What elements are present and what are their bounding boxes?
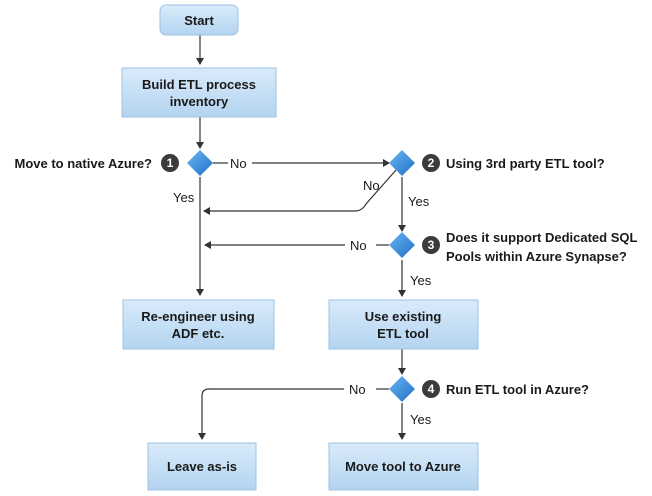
decision-3-question-line1: Does it support Dedicated SQL [446, 230, 637, 245]
d3-no-label: No [350, 238, 367, 253]
reengineer-label-line1: Re-engineer using [141, 309, 254, 324]
decision-3-diamond [389, 232, 415, 258]
decision-4-number: 4 [428, 382, 435, 396]
use-existing-node: Use existing ETL tool [328, 299, 479, 350]
start-box [159, 4, 239, 36]
leave-box [147, 442, 257, 491]
decision-4: 4 Run ETL tool in Azure? [389, 376, 589, 402]
decision-4-badge [422, 380, 440, 398]
decision-3-badge [422, 236, 440, 254]
decision-1: 1 Move to native Azure? [15, 150, 213, 176]
leave-label: Leave as-is [167, 459, 237, 474]
build-inventory-node: Build ETL process inventory [121, 67, 277, 118]
move-tool-node: Move tool to Azure [328, 442, 479, 491]
start-node: Start [159, 4, 239, 36]
decision-1-diamond [187, 150, 213, 176]
use-existing-label-line2: ETL tool [377, 326, 429, 341]
d2-yes-label: Yes [408, 194, 430, 209]
decision-3: 3 Does it support Dedicated SQL Pools wi… [389, 230, 637, 264]
decision-1-number: 1 [167, 156, 174, 170]
decision-3-number: 3 [428, 238, 435, 252]
start-label: Start [184, 13, 214, 28]
decision-2-question: Using 3rd party ETL tool? [446, 156, 605, 171]
build-inventory-box [121, 67, 277, 118]
decision-3-question-line2: Pools within Azure Synapse? [446, 249, 627, 264]
move-tool-label: Move tool to Azure [345, 459, 461, 474]
reengineer-node: Re-engineer using ADF etc. [122, 299, 275, 350]
edge-labels: No Yes No Yes No Yes No Yes [173, 156, 432, 427]
connectors [196, 35, 406, 440]
decision-2-number: 2 [428, 156, 435, 170]
d4-yes-label: Yes [410, 412, 432, 427]
use-existing-label-line1: Use existing [365, 309, 442, 324]
decision-2: 2 Using 3rd party ETL tool? [389, 150, 605, 176]
d1-no-label: No [230, 156, 247, 171]
decision-1-badge [161, 154, 179, 172]
use-existing-box [328, 299, 479, 350]
reengineer-box [122, 299, 275, 350]
decision-2-badge [422, 154, 440, 172]
move-tool-box [328, 442, 479, 491]
d3-yes-label: Yes [410, 273, 432, 288]
d1-yes-label: Yes [173, 190, 195, 205]
decision-4-question: Run ETL tool in Azure? [446, 382, 589, 397]
reengineer-label-line2: ADF etc. [172, 326, 225, 341]
decision-4-diamond [389, 376, 415, 402]
leave-node: Leave as-is [147, 442, 257, 491]
edge-d2-no-to-trunk [203, 169, 397, 215]
build-inventory-label-line1: Build ETL process [142, 77, 256, 92]
decision-2-diamond [389, 150, 415, 176]
d2-no-label: No [363, 178, 380, 193]
build-inventory-label-line2: inventory [170, 94, 229, 109]
decision-1-question: Move to native Azure? [15, 156, 153, 171]
d4-no-label: No [349, 382, 366, 397]
edge-d4-no-to-leave [198, 388, 344, 440]
